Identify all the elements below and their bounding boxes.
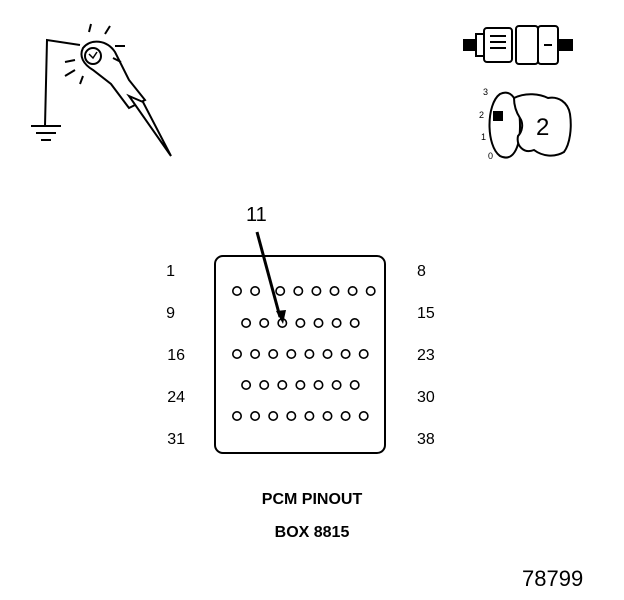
connector-pin-28 [313,379,324,390]
ignition-position-1: 1 [481,132,487,142]
connector-pin-32 [250,410,261,421]
row-label-right: 38 [417,431,435,448]
connector-pin-12 [295,317,306,328]
connector-pin-7 [347,285,358,296]
connector-pin-35 [304,410,315,421]
connector-pin-36 [322,410,333,421]
connector-pin-2 [250,285,261,296]
connector-body [214,255,386,454]
connector-pin-33 [268,410,279,421]
ignition-switch-icon [488,91,572,159]
connector-pin-20 [304,348,315,359]
connector-pin-22 [340,348,351,359]
row-label-right: 8 [417,263,426,280]
connector-pin-4 [293,285,304,296]
row-label-right: 15 [417,305,435,322]
connector-pin-14 [331,317,342,328]
connector-pin-8 [365,285,376,296]
ignition-position-0: 0 [488,151,494,161]
connector-pin-15 [349,317,360,328]
callout-arrow [255,231,286,324]
row-label-right: 30 [417,389,435,406]
connector-pin-37 [340,410,351,421]
diagram-title: PCM PINOUT [261,491,363,508]
ignition-position-2: 2 [479,110,485,120]
connector-pin-13 [313,317,324,328]
connector-pin-26 [277,379,288,390]
connector-pin-5 [311,285,322,296]
connector-pin-9 [241,317,252,328]
connector-pin-27 [295,379,306,390]
row-label-left: 16 [167,347,185,364]
connector-pin-3 [275,285,286,296]
connector-pin-16 [232,348,243,359]
row-label-left: 1 [166,263,175,280]
connector-pin-1 [232,285,243,296]
connector-pin-23 [358,348,369,359]
connector-pin-10 [259,317,270,328]
connector-pin-29 [331,379,342,390]
connector-pin-19 [286,348,297,359]
connector-pin-18 [268,348,279,359]
connector-pin-31 [232,410,243,421]
row-label-left: 9 [166,305,175,322]
connector-icon [463,25,573,65]
figure-number: 78799 [522,566,584,591]
ignition-position-3: 3 [483,87,489,97]
connector-pin-17 [250,348,261,359]
connector-pin-21 [322,348,333,359]
row-label-right: 23 [417,347,435,364]
diagram-subtitle: BOX 8815 [274,524,350,541]
connector-pin-30 [349,379,360,390]
connector-pin-25 [259,379,270,390]
pin-callout-label: 11 [246,204,267,226]
connector-pin-24 [241,379,252,390]
connector-pin-6 [329,285,340,296]
connector-pin-38 [358,410,369,421]
row-label-left: 24 [167,389,185,406]
test-light-icon [31,23,172,157]
row-label-left: 31 [167,431,185,448]
connector-pin-34 [286,410,297,421]
ignition-selected-position: 2 [536,114,550,141]
